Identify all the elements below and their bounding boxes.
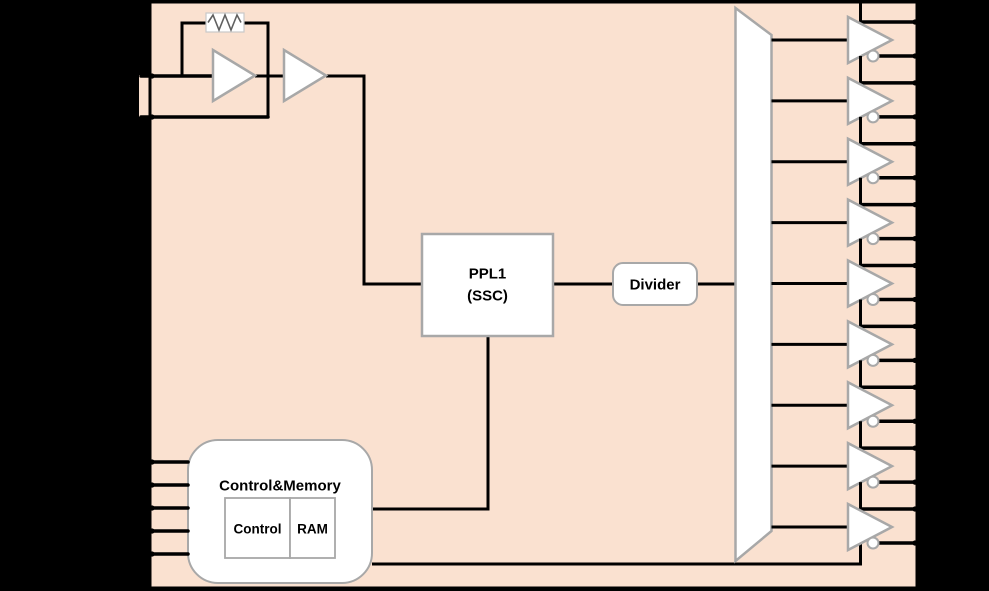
inversion-bubble-icon: [866, 171, 880, 185]
pin-dot: [912, 445, 918, 451]
control-memory-title: Control&Memory: [219, 478, 341, 495]
crystal-oscillator: [205, 12, 329, 104]
output-buffer: [771, 299, 918, 370]
pin-dot: [912, 141, 918, 147]
pin-dot: [149, 528, 155, 534]
pin-dot: [912, 479, 918, 485]
pin-dot: [149, 505, 155, 511]
ram-subblock-label: RAM: [297, 522, 328, 537]
inversion-bubble-icon: [866, 414, 880, 428]
pll-label-line1: PPL1: [469, 266, 507, 283]
crystal-pin-tab: [139, 75, 149, 117]
oscillator-buffer-amp-icon: [282, 47, 329, 104]
pin-dot: [912, 19, 918, 25]
ram-subblock-box: [289, 497, 336, 559]
pin-dot: [912, 540, 918, 546]
pin-dot: [912, 357, 918, 363]
divider-block: Divider: [612, 262, 698, 306]
zigzag-resistor-icon: [207, 12, 242, 33]
control-memory-block: Control&Memory Control RAM: [187, 439, 373, 584]
pin-dot: [912, 262, 918, 269]
control-input-pins: [139, 459, 190, 557]
pin-dot: [912, 202, 918, 208]
pin-dot: [912, 236, 918, 242]
output-buffer: [771, 360, 918, 431]
divider-label: Divider: [630, 277, 681, 294]
inversion-bubble-icon: [866, 293, 880, 306]
pin-dot: [149, 73, 155, 79]
inversion-bubble-icon: [866, 475, 880, 489]
output-buffer: [771, 238, 918, 309]
pin-dot: [912, 114, 918, 120]
pin-dot: [912, 418, 918, 424]
inversion-bubble-icon: [866, 110, 880, 124]
refclk-to-pll-wire: [326, 74, 422, 286]
pin-dot: [912, 53, 918, 59]
inversion-bubble-icon: [866, 232, 880, 246]
pll-box: [420, 232, 555, 338]
pin-dot: [912, 506, 918, 512]
pll-to-control-wire: [372, 336, 490, 511]
pin-dot: [912, 384, 918, 390]
inversion-bubble-icon: [866, 49, 880, 63]
pin-dot: [149, 459, 155, 465]
divider-box: [612, 262, 698, 306]
output-buffers: [771, 3, 918, 553]
bottom-rail-wire: [372, 543, 862, 566]
control-subblock-label: Control: [234, 522, 282, 537]
pll-block: PPL1 (SSC): [420, 232, 555, 338]
oscillator-amp-icon: [211, 47, 258, 104]
clock-mux-trapezoid: [734, 5, 773, 564]
pin-dot: [149, 551, 155, 557]
output-buffer: [771, 177, 918, 248]
pin-dot: [912, 323, 918, 329]
output-buffer: [771, 482, 918, 553]
pin-dot: [912, 175, 918, 181]
pin-dot: [912, 80, 918, 86]
inversion-bubble-icon: [866, 536, 880, 550]
inversion-bubble-icon: [866, 353, 880, 367]
pin-dot: [912, 296, 918, 303]
pin-dot: [149, 114, 155, 120]
output-buffer: [771, 421, 918, 492]
pll-label-line2: (SSC): [467, 288, 508, 305]
pin-dot: [149, 482, 155, 488]
output-buffer: [771, 116, 918, 187]
output-buffer: [771, 3, 918, 66]
output-buffer: [771, 56, 918, 126]
control-subblock-box: [224, 497, 291, 559]
